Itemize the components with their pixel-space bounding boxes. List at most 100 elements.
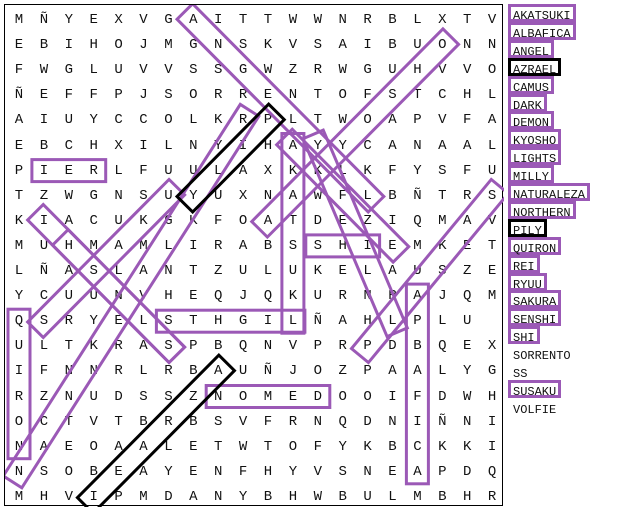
grid-cell[interactable]: U (238, 263, 248, 279)
grid-cell[interactable]: S (487, 187, 497, 204)
grid-cell[interactable]: I (487, 438, 497, 455)
grid-cell[interactable]: R (114, 363, 123, 380)
grid-cell[interactable]: W (64, 187, 73, 204)
grid-cell[interactable]: B (139, 413, 148, 430)
grid-cell[interactable]: I (14, 363, 24, 380)
grid-cell[interactable]: S (189, 62, 198, 79)
grid-cell[interactable]: R (487, 488, 497, 505)
grid-cell[interactable]: H (89, 137, 98, 154)
grid-cell[interactable]: X (263, 162, 273, 179)
grid-cell[interactable]: O (487, 62, 497, 79)
grid-cell[interactable]: Q (413, 212, 422, 229)
grid-cell[interactable]: I (413, 413, 422, 430)
grid-cell[interactable]: Q (438, 338, 447, 355)
grid-cell[interactable]: A (462, 137, 472, 154)
grid-cell[interactable]: U (189, 162, 198, 179)
grid-cell[interactable]: H (89, 37, 98, 54)
grid-cell[interactable]: S (89, 263, 98, 279)
grid-cell[interactable]: Y (14, 288, 24, 305)
grid-cell[interactable]: S (288, 237, 298, 254)
grid-cell[interactable]: Ñ (313, 313, 322, 330)
grid-cell[interactable]: U (213, 187, 223, 204)
grid-cell[interactable]: Y (238, 488, 248, 505)
grid-cell[interactable]: E (388, 237, 397, 254)
grid-cell[interactable]: Y (338, 438, 347, 455)
grid-cell[interactable]: I (363, 237, 372, 254)
grid-cell[interactable]: Ñ (413, 187, 422, 204)
grid-cell[interactable]: O (438, 37, 447, 54)
grid-cell[interactable]: O (313, 363, 322, 380)
grid-cell[interactable]: A (14, 112, 24, 129)
grid-cell[interactable]: O (363, 112, 372, 129)
grid-cell[interactable]: C (139, 112, 148, 129)
grid-cell[interactable]: M (14, 488, 24, 505)
grid-cell[interactable]: A (114, 237, 123, 254)
grid-cell[interactable]: I (189, 237, 198, 254)
grid-cell[interactable]: U (89, 288, 98, 305)
grid-cell[interactable]: Y (413, 162, 422, 179)
grid-cell[interactable]: N (263, 338, 273, 355)
grid-cell[interactable]: J (238, 288, 248, 305)
grid-cell[interactable]: B (39, 37, 49, 54)
grid-cell[interactable]: S (313, 37, 322, 54)
grid-cell[interactable]: N (462, 37, 472, 54)
grid-cell[interactable]: K (313, 263, 322, 279)
grid-cell[interactable]: N (14, 463, 24, 480)
grid-cell[interactable]: U (462, 313, 472, 330)
grid-cell[interactable]: V (164, 62, 173, 79)
grid-cell[interactable]: C (363, 137, 372, 154)
grid-cell[interactable]: Z (39, 388, 49, 405)
grid-cell[interactable]: J (288, 363, 298, 380)
grid-cell[interactable]: W (313, 488, 322, 505)
grid-cell[interactable]: D (388, 338, 397, 355)
grid-cell[interactable]: U (363, 488, 372, 505)
grid-cell[interactable]: I (213, 12, 223, 28)
grid-cell[interactable]: S (164, 87, 173, 104)
grid-cell[interactable]: U (288, 263, 298, 279)
grid-cell[interactable]: L (288, 313, 298, 330)
grid-cell[interactable]: R (114, 338, 123, 355)
grid-cell[interactable]: R (288, 413, 298, 430)
grid-cell[interactable]: B (263, 488, 273, 505)
grid-cell[interactable]: T (413, 87, 422, 104)
grid-cell[interactable]: V (139, 12, 148, 28)
grid-cell[interactable]: B (263, 237, 273, 254)
grid-cell[interactable]: S (164, 338, 173, 355)
grid-cell[interactable]: E (388, 463, 397, 480)
grid-cell[interactable]: C (64, 137, 73, 154)
grid-cell[interactable]: D (313, 388, 322, 405)
grid-cell[interactable]: S (338, 463, 347, 480)
grid-cell[interactable]: S (438, 162, 447, 179)
grid-cell[interactable]: F (388, 162, 397, 179)
grid-cell[interactable]: U (64, 288, 73, 305)
grid-cell[interactable]: L (139, 313, 148, 330)
grid-cell[interactable]: M (413, 488, 422, 505)
grid-cell[interactable]: S (213, 62, 223, 79)
grid-cell[interactable]: T (238, 12, 248, 28)
grid-cell[interactable]: E (263, 87, 273, 104)
grid-cell[interactable]: N (363, 463, 372, 480)
grid-cell[interactable]: B (338, 488, 347, 505)
grid-cell[interactable]: R (313, 62, 322, 79)
grid-cell[interactable]: N (64, 388, 73, 405)
grid-cell[interactable]: V (139, 62, 148, 79)
grid-cell[interactable]: A (388, 112, 397, 129)
grid-cell[interactable]: E (64, 438, 73, 455)
grid-cell[interactable]: L (363, 187, 372, 204)
grid-cell[interactable]: M (14, 237, 24, 254)
grid-cell[interactable]: D (462, 463, 472, 480)
grid-cell[interactable]: B (39, 137, 49, 154)
grid-cell[interactable]: Q (462, 288, 472, 305)
grid-cell[interactable]: U (14, 338, 24, 355)
grid-cell[interactable]: W (338, 112, 347, 129)
grid-cell[interactable]: V (89, 413, 98, 430)
grid-cell[interactable]: B (388, 438, 397, 455)
grid-cell[interactable]: Y (189, 187, 198, 204)
grid-cell[interactable]: F (413, 388, 422, 405)
grid-cell[interactable]: N (164, 263, 173, 279)
grid-cell[interactable]: V (462, 62, 472, 79)
grid-cell[interactable]: Z (39, 187, 49, 204)
grid-cell[interactable]: U (313, 288, 322, 305)
grid-cell[interactable]: A (139, 463, 148, 480)
grid-cell[interactable]: L (164, 237, 173, 254)
